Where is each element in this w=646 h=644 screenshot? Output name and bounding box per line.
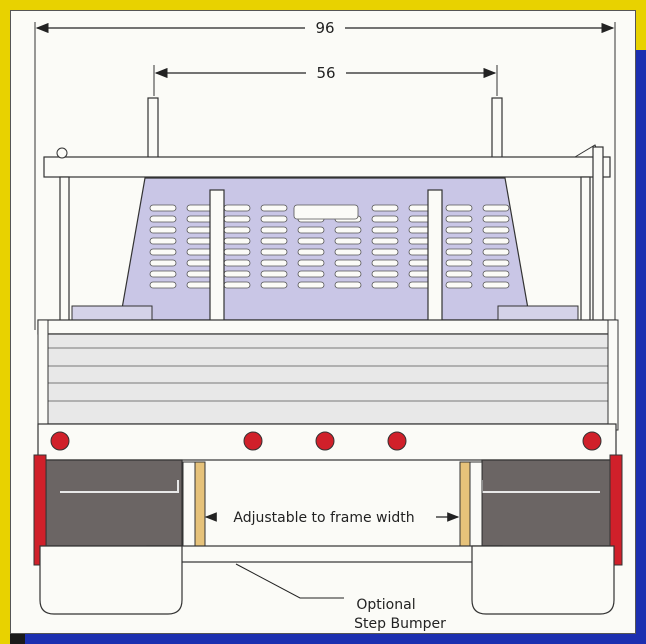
vent-slot [334,270,362,278]
vent-slot [186,281,214,289]
vent-slot [297,248,325,256]
vent-slot [297,237,325,245]
vent-slot [297,226,325,234]
vent-slot [149,215,177,223]
vent-slot [371,259,399,267]
vent-slot [371,270,399,278]
vent-slot [149,237,177,245]
vent-slot [371,281,399,289]
bumper-note-line1: Optional [356,597,415,613]
vent-slot [482,259,510,267]
vent-slot [297,259,325,267]
vent-slot [149,248,177,256]
tires [39,545,615,615]
frame-border-right-top [636,10,646,50]
vent-slot [445,204,473,212]
vent-slot [223,270,251,278]
vent-slot [223,281,251,289]
vent-slot [260,237,288,245]
rack-posts [147,97,503,159]
bumper-note-line2: Step Bumper [354,616,446,632]
frame-border-bottom [25,634,646,644]
vent-slot [149,226,177,234]
vent-slot [186,226,214,234]
step-bumper-callout: Optional Step Bumper [235,563,446,632]
vent-slot [482,215,510,223]
vent-slot [223,259,251,267]
frame-border-top [0,0,646,10]
vent-slot [445,270,473,278]
mud-flaps [33,454,623,566]
ventilation-slots [149,204,510,289]
vent-slot [445,259,473,267]
overall-width-dimension: 96 [34,19,616,330]
vent-slot [260,259,288,267]
vent-slot [445,248,473,256]
truck-bed-tailgate [37,319,619,461]
vent-slot [371,226,399,234]
vent-slot [186,248,214,256]
vent-slot [223,204,251,212]
vent-slot [371,248,399,256]
rack-handle-slot [293,204,359,220]
step-bumper [146,545,503,563]
vent-slot [334,259,362,267]
rack-crossbar [43,144,611,178]
vent-slot [260,281,288,289]
vent-slot [482,248,510,256]
vent-slot [334,248,362,256]
vent-slot [371,237,399,245]
vent-slot [482,204,510,212]
vent-slot [371,204,399,212]
overall-width-label: 96 [315,19,334,37]
vent-slot [482,237,510,245]
vent-slot [445,237,473,245]
vent-slot [371,215,399,223]
vent-slot [334,237,362,245]
frame-border-left [0,0,10,644]
vent-slot [149,259,177,267]
vent-slot [260,204,288,212]
vent-slot [223,215,251,223]
vent-slot [223,226,251,234]
vent-slot [482,226,510,234]
vent-slot [297,281,325,289]
vent-slot [223,248,251,256]
vent-slot [186,204,214,212]
vent-slot [186,237,214,245]
vent-slot [260,248,288,256]
vent-slot [260,215,288,223]
frame-width-note: Adjustable to frame width [204,510,460,526]
tail-lights [50,431,602,451]
vent-slot [482,270,510,278]
vent-slot [297,270,325,278]
vent-slot [334,226,362,234]
rack-width-label: 56 [316,64,335,82]
vent-slot [445,215,473,223]
vent-slot [482,281,510,289]
rack-width-dimension: 56 [153,64,498,96]
vent-slot [260,270,288,278]
frame-width-label: Adjustable to frame width [233,510,414,526]
vent-slot [149,281,177,289]
vent-slot [149,204,177,212]
vent-slot [334,281,362,289]
vent-slot [445,226,473,234]
vent-slot [223,237,251,245]
vent-slot [149,270,177,278]
vent-slot [260,226,288,234]
vent-slot [186,270,214,278]
vent-slot [186,259,214,267]
vent-slot [445,281,473,289]
vent-slot [186,215,214,223]
frame-border-right [636,50,646,640]
frame-rails [182,461,483,547]
